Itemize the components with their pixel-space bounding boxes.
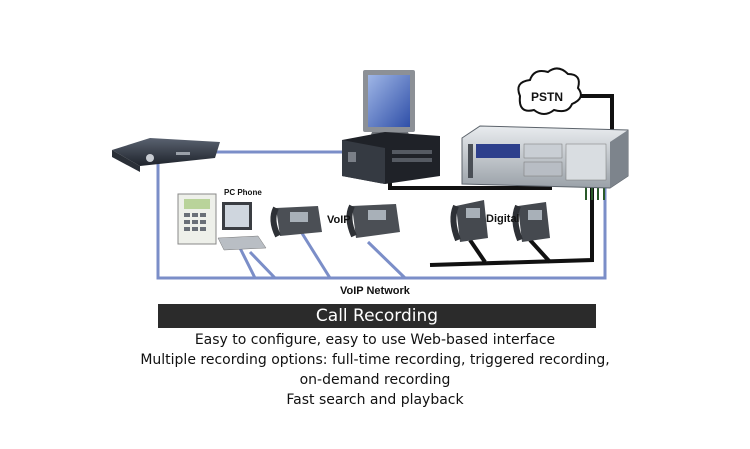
call-recording-diagram: PSTN PC Phone VoIP — [112, 67, 629, 297]
recording-server-pc — [342, 70, 440, 184]
voip-phone-1 — [270, 206, 322, 238]
digital-phone-1 — [450, 200, 488, 242]
caption-title-bar: Call Recording — [158, 304, 596, 328]
rack-server — [112, 138, 220, 172]
voip-network-lines — [156, 150, 607, 280]
voip-phone-2 — [346, 204, 400, 238]
digital-label: Digital — [486, 213, 520, 225]
voip-network-label: VoIP Network — [340, 285, 411, 297]
voip-label: VoIP — [327, 214, 351, 226]
pbx-appliance — [461, 125, 629, 189]
caption-line-4: Fast search and playback — [286, 392, 464, 408]
pstn-cloud: PSTN — [517, 67, 582, 115]
digital-phone-2 — [512, 202, 550, 242]
pstn-label: PSTN — [531, 90, 563, 104]
caption-line-2: Multiple recording options: full-time re… — [140, 352, 610, 368]
pc-phone-workstation: PC Phone — [177, 188, 267, 251]
caption-line-1: Easy to configure, easy to use Web-based… — [194, 332, 556, 348]
pc-phone-label: PC Phone — [224, 188, 262, 197]
caption-line-3: on-demand recording — [299, 372, 451, 388]
caption-title: Call Recording — [315, 306, 439, 326]
